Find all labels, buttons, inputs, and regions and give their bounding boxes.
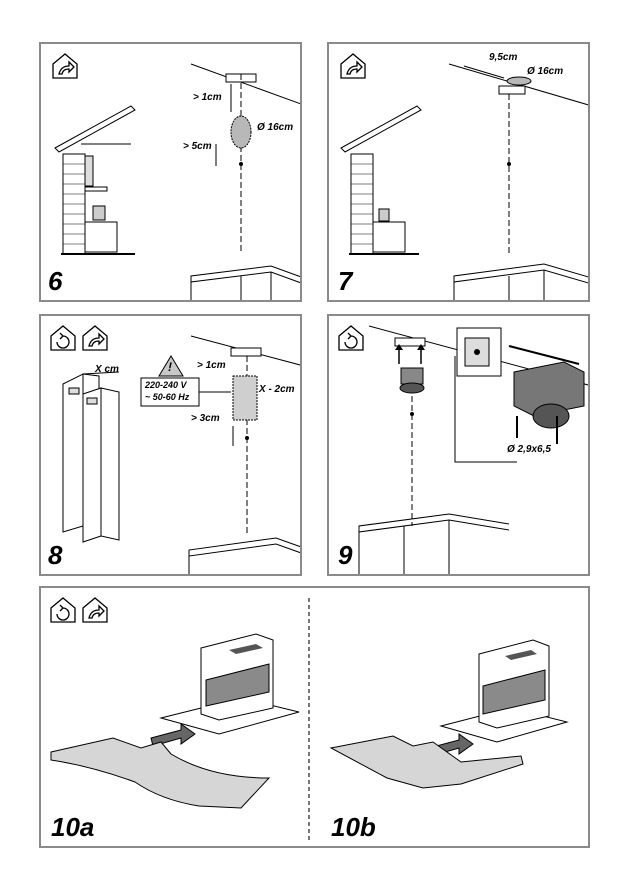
screw-label: Ø 2,9x6,5 (507, 444, 551, 455)
step-7-drawing (340, 53, 588, 300)
frequency-label: ~ 50-60 Hz (145, 392, 190, 402)
step-number: 8 (48, 540, 63, 570)
step-number: 7 (338, 266, 353, 296)
step-number-10a: 10a (51, 812, 95, 842)
gap-top-label: > 1cm (193, 92, 222, 103)
ducted-mode-icon (82, 597, 108, 623)
ducted-mode-icon (340, 53, 366, 79)
ducted-mode-icon (82, 325, 108, 351)
gap-top-label: > 1cm (197, 360, 226, 371)
warning-mark: ! (168, 360, 172, 374)
panel-step-6: > 1cm Ø 16cm > 5cm 6 (39, 42, 302, 302)
step-number-10b: 10b (331, 812, 376, 842)
width-label: X cm (95, 364, 119, 375)
offset-label: X - 2cm (259, 384, 295, 395)
step-6-drawing (52, 53, 300, 300)
panel-step-8: ! X cm 220-240 V ~ 50-60 Hz > 1cm X - 2c… (39, 314, 302, 576)
step-number: 9 (338, 540, 353, 570)
step-8-drawing (50, 325, 300, 574)
recirculation-mode-icon (50, 597, 76, 623)
voltage-label: 220-240 V (145, 380, 187, 390)
gap-side-label: > 3cm (191, 413, 220, 424)
recirculation-mode-icon (338, 325, 364, 351)
spacing-label: 9,5cm (489, 52, 518, 63)
step-number: 6 (48, 266, 63, 296)
diameter-label: Ø 16cm (527, 66, 564, 77)
panel-step-7: 9,5cm Ø 16cm 7 (327, 42, 590, 302)
gap-side-label: > 5cm (183, 141, 212, 152)
panel-step-9: Ø 2,9x6,5 9 (327, 314, 590, 576)
panel-step-10: 10a 10b (39, 586, 590, 848)
step-9-drawing (338, 325, 588, 574)
ducted-mode-icon (52, 53, 78, 79)
diameter-label: Ø 16cm (257, 122, 294, 133)
step-10-drawing (50, 597, 569, 840)
recirculation-mode-icon (50, 325, 76, 351)
